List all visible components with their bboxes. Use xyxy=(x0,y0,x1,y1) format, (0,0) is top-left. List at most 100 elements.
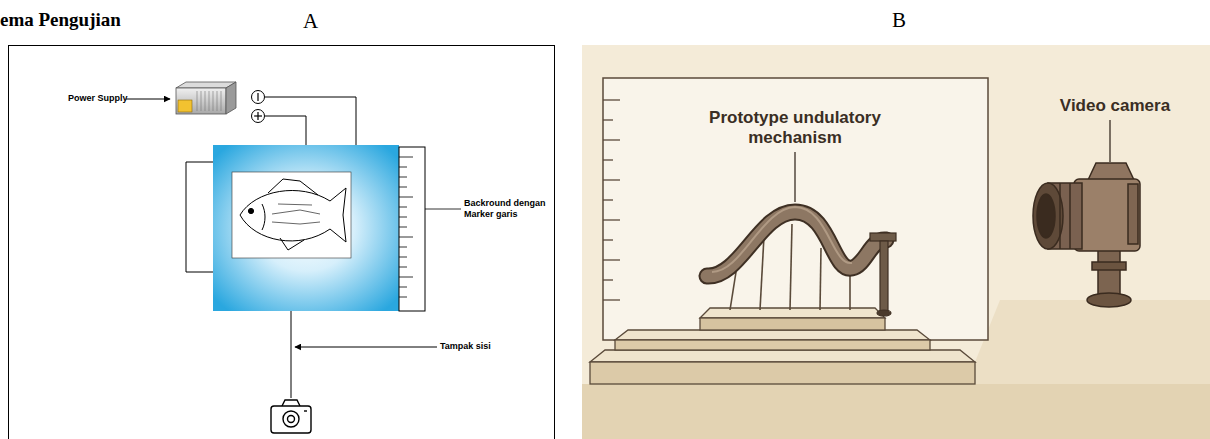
tripod-clamp xyxy=(1092,262,1126,270)
psu-grille xyxy=(221,91,222,111)
ruler-ticks xyxy=(399,287,407,288)
line-marker-ruler xyxy=(399,147,425,311)
support-rods xyxy=(820,248,821,310)
lens-glass xyxy=(1037,194,1055,238)
positive-mark xyxy=(257,112,258,120)
positive-wire xyxy=(186,116,306,272)
stacked-platform xyxy=(590,308,975,384)
view-label: Tampak sisi xyxy=(440,341,510,352)
ruler-ticks xyxy=(399,157,413,158)
scale-ticks xyxy=(603,100,620,300)
psu-grille xyxy=(209,91,210,111)
table-front xyxy=(582,384,1210,439)
scale-ticks xyxy=(603,159,613,160)
fish-frame xyxy=(232,172,351,258)
psu-grille xyxy=(197,91,221,111)
background-leader xyxy=(425,209,461,210)
ruler-body xyxy=(399,147,425,311)
ventral-fin xyxy=(280,238,304,250)
pointer-arrow xyxy=(126,99,170,100)
scale-ticks xyxy=(603,119,613,120)
ruler-ticks xyxy=(399,217,407,218)
panel-letter: B xyxy=(892,8,906,33)
ruler-ticks xyxy=(399,257,407,258)
scale-ticks xyxy=(603,279,613,280)
fish-drawing xyxy=(240,179,346,250)
scale-ticks xyxy=(603,199,613,200)
psu-grille xyxy=(213,91,214,111)
ruler-ticks xyxy=(399,267,407,268)
bottom-slab-top xyxy=(590,350,975,362)
ruler-ticks xyxy=(399,227,407,228)
lens-ring xyxy=(1069,183,1071,249)
power-supply-unit xyxy=(176,82,236,114)
psu-grille xyxy=(201,91,202,111)
camera-grip xyxy=(1128,184,1138,244)
panel-letter: A xyxy=(303,9,318,34)
scale-ticks xyxy=(603,259,620,260)
scale-ticks xyxy=(603,299,620,300)
camera-icon xyxy=(271,400,311,433)
support-rods xyxy=(849,275,851,310)
middle-slab-front xyxy=(615,340,930,350)
view-axis-line xyxy=(291,311,292,398)
psu-grille xyxy=(197,91,198,111)
drive-post xyxy=(870,233,896,316)
negative-terminal xyxy=(252,91,265,104)
scale-ticks xyxy=(603,239,613,240)
backdrop-panel xyxy=(603,78,988,340)
negative-mark xyxy=(257,93,258,101)
positive-terminal xyxy=(252,110,265,123)
ruler-ticks xyxy=(399,207,407,208)
fin-outline xyxy=(707,212,886,276)
background-label: Backround dengan Marker garis xyxy=(464,198,556,220)
test-background xyxy=(213,145,399,311)
post-cap xyxy=(870,233,896,241)
camera-body xyxy=(271,406,311,433)
lens-ring xyxy=(1059,183,1061,249)
table-surface xyxy=(975,300,1210,384)
lens-barrel xyxy=(1048,183,1082,249)
power-supply-pointer xyxy=(126,99,170,100)
scale-ticks xyxy=(603,139,620,140)
psu-top xyxy=(176,82,236,88)
camera-housing xyxy=(1074,179,1140,251)
mechanism-leader xyxy=(794,152,795,202)
blue-background xyxy=(213,145,399,311)
positive-mark xyxy=(254,115,262,116)
fish-eye xyxy=(248,208,253,213)
tripod-column xyxy=(1098,250,1120,296)
figure-title: ema Pengujian xyxy=(0,9,121,31)
ruler-ticks xyxy=(399,187,407,188)
undulating-fin xyxy=(707,207,886,276)
psu-terminal xyxy=(178,100,192,112)
side-view-arrow xyxy=(295,347,437,348)
psu-side xyxy=(226,82,236,114)
base-plate-front xyxy=(700,318,885,330)
negative-wire xyxy=(265,97,356,272)
post-shaft xyxy=(880,241,888,312)
camera-lens xyxy=(283,411,299,427)
dorsal-fin xyxy=(268,179,318,195)
support-rods xyxy=(730,224,850,310)
base-plate-top xyxy=(700,308,885,318)
support-rods xyxy=(790,224,792,310)
ruler-ticks xyxy=(399,297,407,298)
bottom-slab-front xyxy=(590,362,975,384)
psu-body xyxy=(176,88,226,114)
ruler-ticks xyxy=(399,247,407,248)
middle-slab-top xyxy=(615,330,930,340)
camera-lens-inner xyxy=(288,416,295,423)
schematic-panel: A xyxy=(8,45,555,439)
camera-flash xyxy=(304,410,307,411)
support-rods xyxy=(760,236,764,310)
ruler-ticks xyxy=(399,177,407,178)
ruler-ticks xyxy=(399,197,413,198)
ruler-ticks xyxy=(399,237,413,238)
fin-body xyxy=(707,212,886,276)
support-rods xyxy=(730,272,736,310)
polarity-symbols xyxy=(252,91,265,123)
psu-grille xyxy=(205,91,206,111)
scale-ticks xyxy=(603,219,620,220)
